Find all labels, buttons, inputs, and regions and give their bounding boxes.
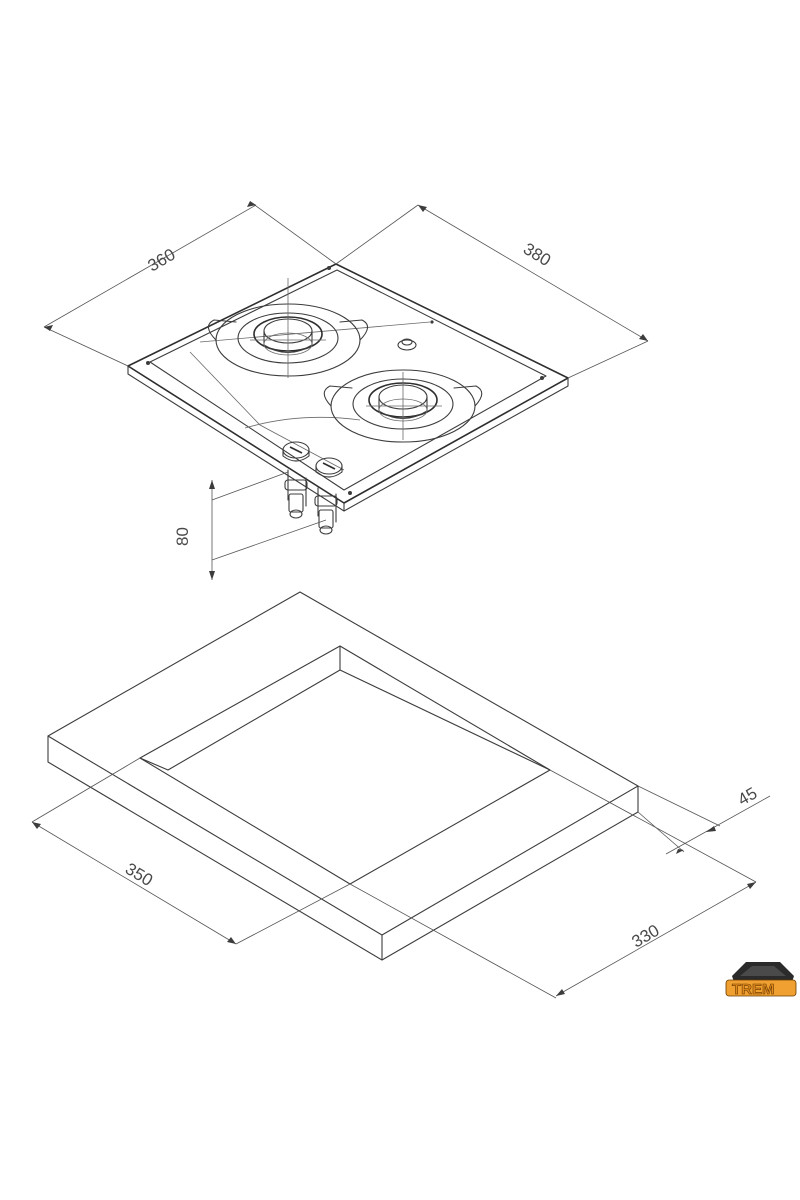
igniter: [397, 338, 417, 351]
gas-hob: [127, 263, 569, 535]
burner-front: [323, 369, 483, 443]
dim-cutout-width: 350: [31, 757, 351, 945]
control-knob-left: [282, 441, 310, 462]
screw-hole: [540, 376, 544, 380]
dim-label-330: 330: [629, 921, 663, 952]
gas-connectors: [284, 469, 338, 535]
countertop-cutout: [47, 591, 639, 961]
screw-hole: [327, 266, 331, 270]
logo-text: TREM: [732, 981, 775, 998]
trem-logo-icon: TREM: [725, 962, 797, 998]
dim-counter-thickness: 45: [637, 784, 771, 855]
burner-back: [207, 278, 369, 378]
dim-label-80: 80: [173, 527, 192, 546]
dim-hob-height: 80: [173, 471, 327, 580]
dim-label-360: 360: [145, 245, 179, 276]
dim-label-45: 45: [735, 784, 761, 810]
screw-hole: [430, 320, 434, 324]
control-knob-right: [315, 457, 343, 478]
screw-hole: [348, 491, 352, 495]
screw-hole: [146, 361, 150, 365]
dim-hob-width: 360: [43, 201, 337, 367]
dim-label-380: 380: [520, 239, 554, 270]
dim-hob-depth: 380: [335, 204, 649, 379]
dim-label-350: 350: [122, 859, 156, 890]
dim-cutout-depth: 330: [349, 769, 757, 999]
